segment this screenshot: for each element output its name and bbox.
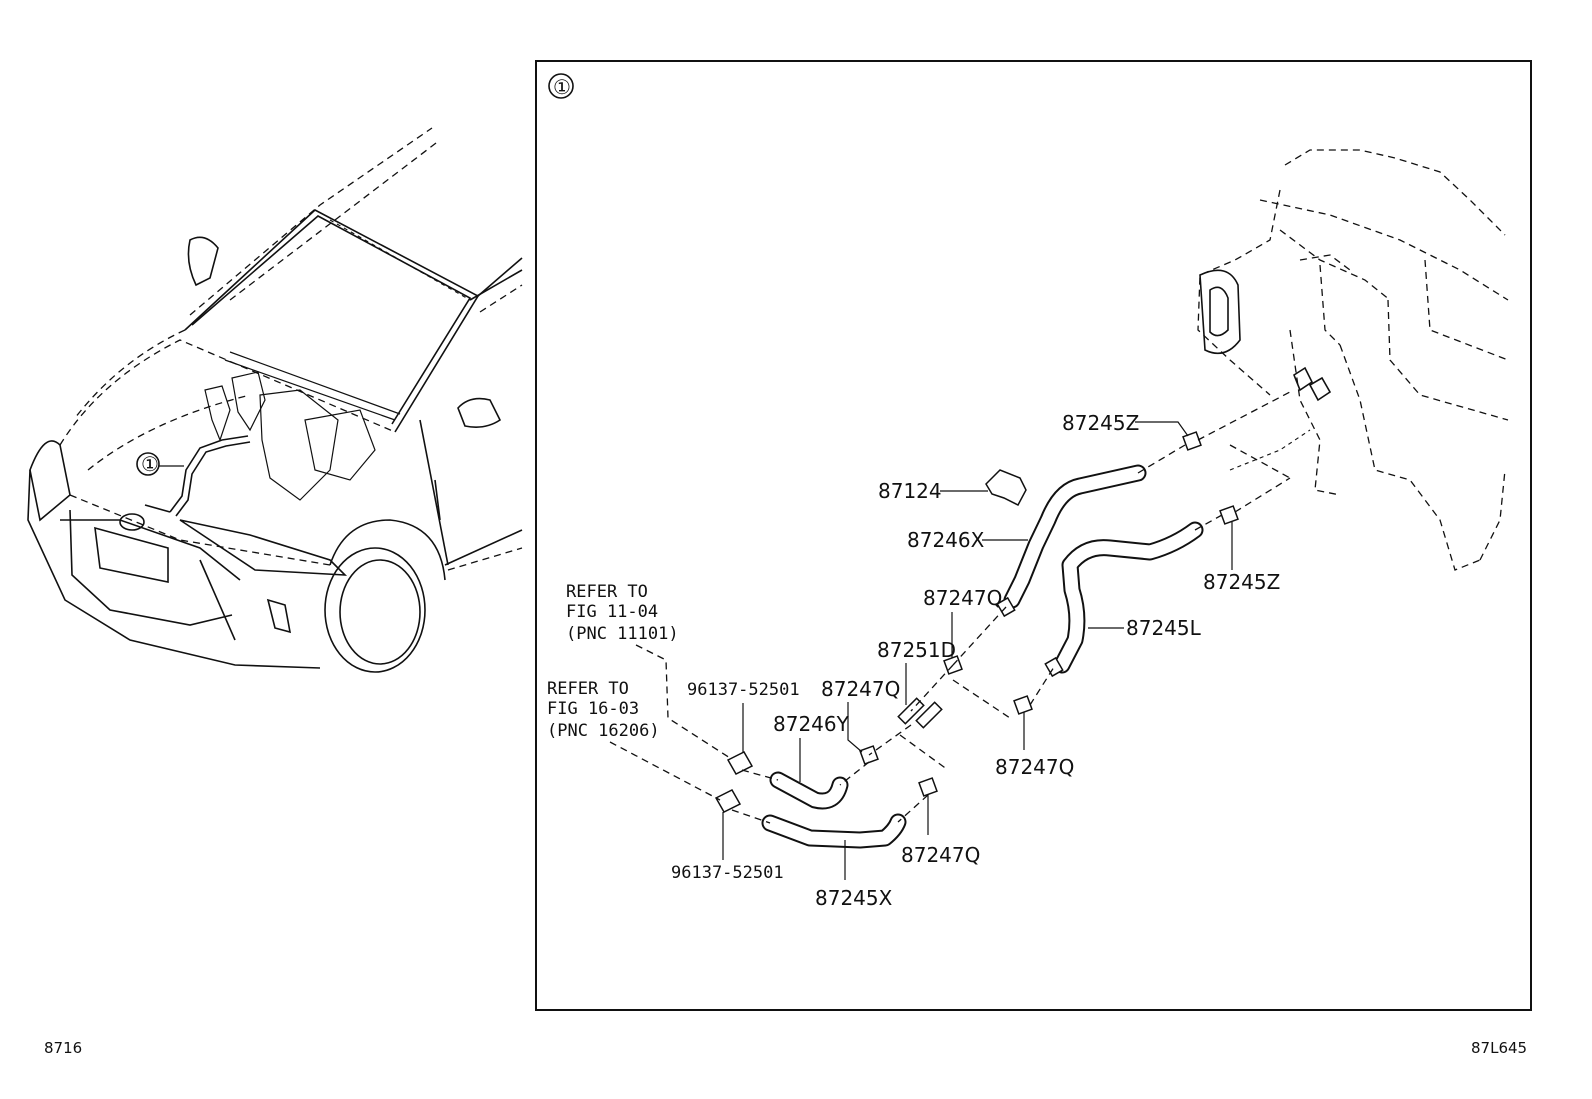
label-87247Q-d: 87247Q	[901, 843, 980, 867]
detail-frame	[535, 60, 1532, 1011]
label-87247Q-a: 87247Q	[923, 586, 1002, 610]
label-87245X: 87245X	[815, 886, 893, 910]
label-96137-bottom: 96137-52501	[671, 863, 784, 883]
clamps	[714, 431, 1239, 813]
label-87245Z-top: 87245Z	[1062, 411, 1139, 435]
label-87247Q-c: 87247Q	[995, 755, 1074, 779]
car-callout-label: ①	[141, 452, 159, 476]
svg-text:REFER TO: REFER TO	[547, 679, 629, 699]
detail-callout: ①	[553, 75, 571, 99]
footer-left-code: 8716	[44, 1039, 82, 1057]
svg-text:(PNC 11101): (PNC 11101)	[566, 624, 679, 644]
label-87124: 87124	[878, 479, 942, 503]
refer-note-2: REFER TO FIG 16-03 (PNC 16206)	[547, 679, 660, 741]
hoses	[761, 464, 1204, 849]
label-87245Z-right: 87245Z	[1203, 570, 1280, 594]
label-87246Y: 87246Y	[773, 712, 850, 736]
label-87251D: 87251D	[877, 638, 956, 662]
svg-text:FIG 11-04: FIG 11-04	[566, 602, 658, 622]
heater-unit	[1197, 149, 1509, 571]
svg-text:(PNC 16206): (PNC 16206)	[547, 721, 660, 741]
part-labels: 87245Z 87124 87246X 87245Z 87247Q 87245L…	[671, 411, 1280, 910]
car-illustration: ①	[27, 127, 523, 673]
leader-lines	[722, 421, 1233, 880]
label-96137-top: 96137-52501	[687, 680, 800, 700]
label-87246X: 87246X	[907, 528, 985, 552]
label-87247Q-b: 87247Q	[821, 677, 900, 701]
refer-note-1: REFER TO FIG 11-04 (PNC 11101)	[566, 582, 679, 644]
svg-text:FIG 16-03: FIG 16-03	[547, 699, 639, 719]
svg-text:REFER TO: REFER TO	[566, 582, 648, 602]
routing-lines	[609, 391, 1291, 824]
footer-right-code: 87L645	[1471, 1039, 1527, 1057]
label-87245L: 87245L	[1126, 616, 1202, 640]
